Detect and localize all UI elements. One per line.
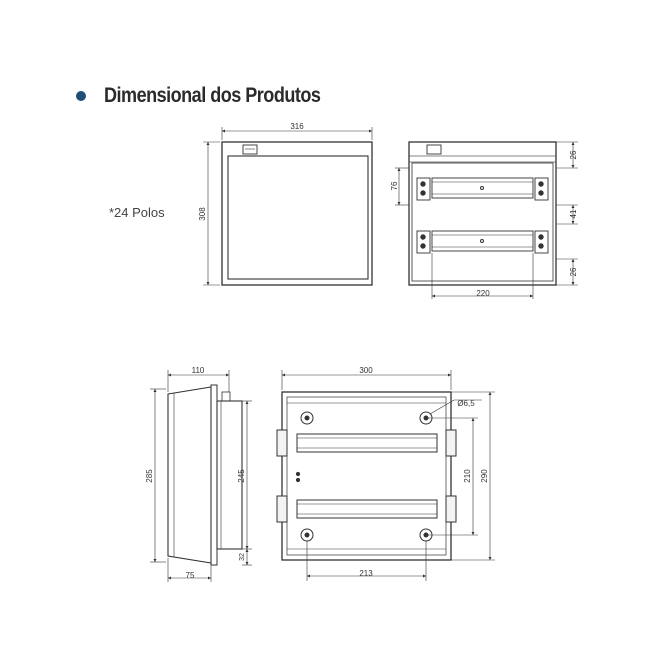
side-body	[167, 386, 212, 564]
front-latch	[242, 144, 258, 155]
back-height-label: 290	[480, 469, 489, 483]
side-base-label: 75	[186, 571, 195, 580]
poles-note: *24 Polos	[109, 205, 165, 220]
heading-title: Dimensional dos Produtos	[104, 84, 321, 107]
back-width-label: 300	[359, 366, 373, 375]
open-outer-frame	[408, 141, 557, 286]
front-outer-frame	[221, 141, 373, 286]
inner-rail-width-label: 220	[476, 289, 490, 298]
side-bottom-label: 32	[239, 553, 246, 561]
back-hole-label: Ø6,5	[457, 399, 475, 408]
inner-bottom-label: 26	[569, 267, 578, 276]
side-inner-height-label: 245	[237, 469, 246, 483]
front-width-label: 316	[290, 122, 304, 131]
inner-rail-pitch-label: 76	[390, 181, 399, 190]
section-heading: Dimensional dos Produtos	[76, 84, 356, 108]
side-depth-label: 110	[192, 366, 205, 375]
back-hole-pitch-label: 210	[463, 469, 472, 483]
front-view	[203, 127, 373, 286]
bullet-icon	[76, 91, 86, 101]
front-height-label: 308	[198, 207, 207, 221]
side-height-label: 285	[145, 469, 154, 483]
front-open-view	[395, 141, 578, 299]
upper-din-rail	[431, 177, 534, 199]
back-view	[276, 370, 495, 581]
back-outer-frame	[281, 391, 452, 561]
open-latch	[426, 144, 442, 155]
side-view	[150, 370, 252, 582]
back-lower-rail	[296, 499, 438, 519]
back-upper-rail	[296, 433, 438, 453]
lower-din-rail	[431, 230, 534, 252]
mounting-hole-icon	[300, 411, 314, 425]
back-hole-width-label: 213	[359, 569, 373, 578]
inner-gap-label: 41	[569, 209, 578, 218]
front-door	[227, 155, 369, 280]
inner-top-label: 26	[569, 150, 578, 159]
